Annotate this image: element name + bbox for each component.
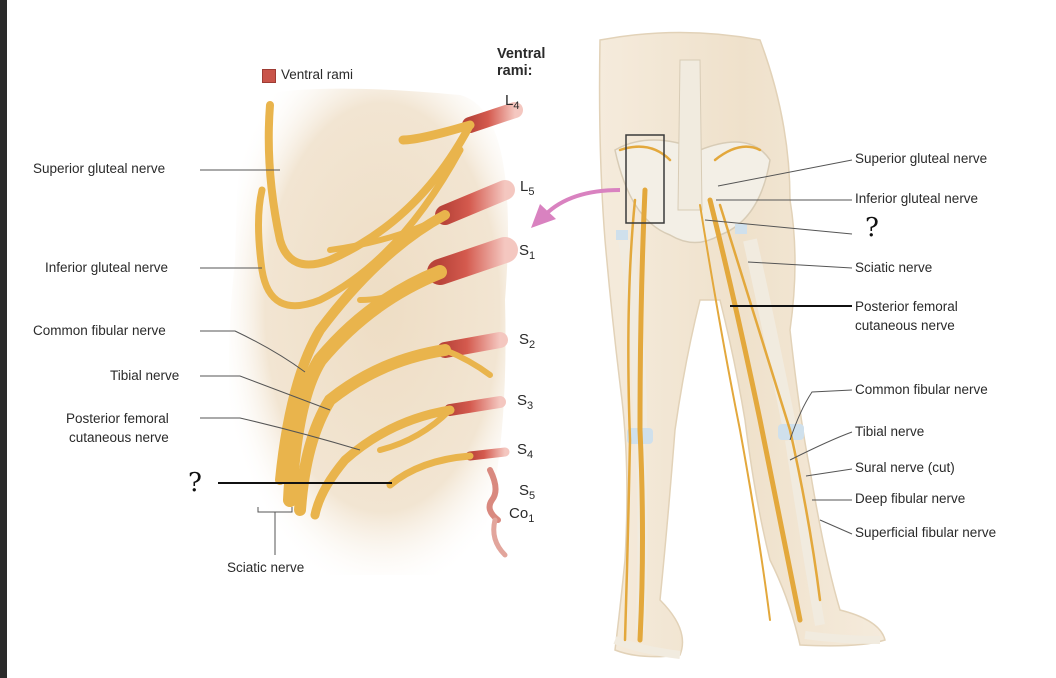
label-inferior-gluteal-nerve-right: Inferior gluteal nerve bbox=[855, 191, 979, 206]
label-sciatic-nerve-right: Sciatic nerve bbox=[855, 260, 933, 275]
magnified-region-box bbox=[625, 134, 665, 224]
label-tibial-nerve-right: Tibial nerve bbox=[855, 424, 925, 439]
ramus-co1 bbox=[491, 517, 508, 558]
label-sciatic-nerve-left: Sciatic nerve bbox=[227, 560, 305, 575]
label-line: Posterior femoral bbox=[855, 299, 958, 314]
foot-right bbox=[804, 631, 881, 644]
plexus-nerves bbox=[255, 101, 493, 520]
ramus-s3 bbox=[444, 396, 506, 416]
label-superior-gluteal-nerve-left: Superior gluteal nerve bbox=[33, 161, 166, 176]
label-superior-gluteal-nerve-right: Superior gluteal nerve bbox=[855, 151, 988, 166]
label-line: cutaneous nerve bbox=[855, 318, 955, 333]
legend-label: Ventral rami bbox=[281, 67, 354, 82]
label-inferior-gluteal-nerve-left: Inferior gluteal nerve bbox=[45, 260, 169, 275]
ventral-rami-heading: Ventral rami: bbox=[497, 46, 545, 80]
vertebra-label-s1: S1 bbox=[519, 242, 536, 262]
left-leaders bbox=[200, 169, 392, 555]
vertebra-label-l5: L5 bbox=[520, 178, 535, 198]
ramus-s2 bbox=[437, 332, 508, 358]
label-line: cutaneous nerve bbox=[68, 430, 169, 445]
unknown-label-left: ? bbox=[188, 468, 202, 498]
ramus-s5 bbox=[486, 467, 501, 523]
figure-nerves bbox=[618, 145, 822, 643]
label-posterior-femoral-cutaneous-left: Posterior femoral cutaneous nerve bbox=[66, 409, 169, 447]
legend-swatch bbox=[262, 69, 276, 83]
screen-border bbox=[0, 0, 7, 678]
vertebra-label-s2: S2 bbox=[519, 331, 536, 351]
ventral-rami bbox=[427, 102, 523, 558]
hip-joint-left bbox=[616, 230, 628, 240]
vertebra-label-l4: L4 bbox=[505, 92, 520, 112]
label-posterior-femoral-cutaneous-right: Posterior femoral cutaneous nerve bbox=[855, 297, 958, 335]
vertebra-label-s3: S3 bbox=[517, 392, 534, 412]
vertebra-label-co1: Co1 bbox=[509, 505, 535, 525]
ramus-l4 bbox=[462, 102, 523, 133]
callout-arrowhead bbox=[531, 204, 556, 228]
ramus-l5 bbox=[435, 180, 515, 225]
tibia-right bbox=[785, 439, 825, 626]
callout-arrow bbox=[543, 188, 621, 217]
hip-joint-right bbox=[735, 224, 747, 234]
spine bbox=[677, 59, 703, 211]
unknown-label-right: ? bbox=[865, 213, 879, 243]
foot-left bbox=[613, 636, 681, 659]
ventral-heading-line1: Ventral bbox=[497, 46, 546, 62]
label-superficial-fibular-nerve: Superficial fibular nerve bbox=[855, 525, 997, 540]
vertebra-label-s5: S5 bbox=[519, 482, 536, 502]
label-common-fibular-nerve-left: Common fibular nerve bbox=[33, 323, 166, 338]
label-line: Posterior femoral bbox=[66, 411, 169, 426]
label-tibial-nerve-left: Tibial nerve bbox=[110, 368, 180, 383]
ramus-s1 bbox=[427, 237, 518, 285]
label-sural-nerve: Sural nerve (cut) bbox=[855, 460, 955, 475]
ramus-s4 bbox=[465, 447, 510, 461]
label-deep-fibular-nerve: Deep fibular nerve bbox=[855, 491, 966, 506]
femur-right bbox=[743, 238, 797, 432]
right-leaders bbox=[704, 159, 853, 535]
ventral-heading-line2: rami: bbox=[497, 63, 533, 79]
label-common-fibular-nerve-right: Common fibular nerve bbox=[855, 382, 988, 397]
vertebra-label-s4: S4 bbox=[517, 441, 534, 461]
